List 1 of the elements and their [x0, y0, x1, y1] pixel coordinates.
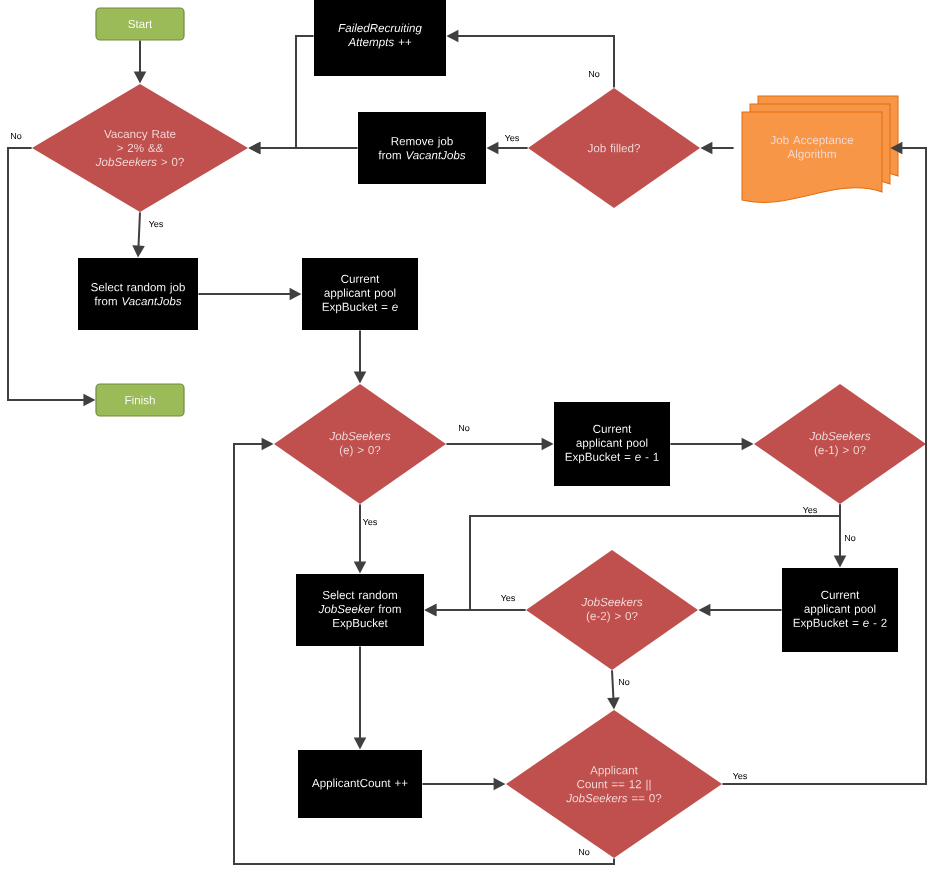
- arrow: [233, 437, 615, 865]
